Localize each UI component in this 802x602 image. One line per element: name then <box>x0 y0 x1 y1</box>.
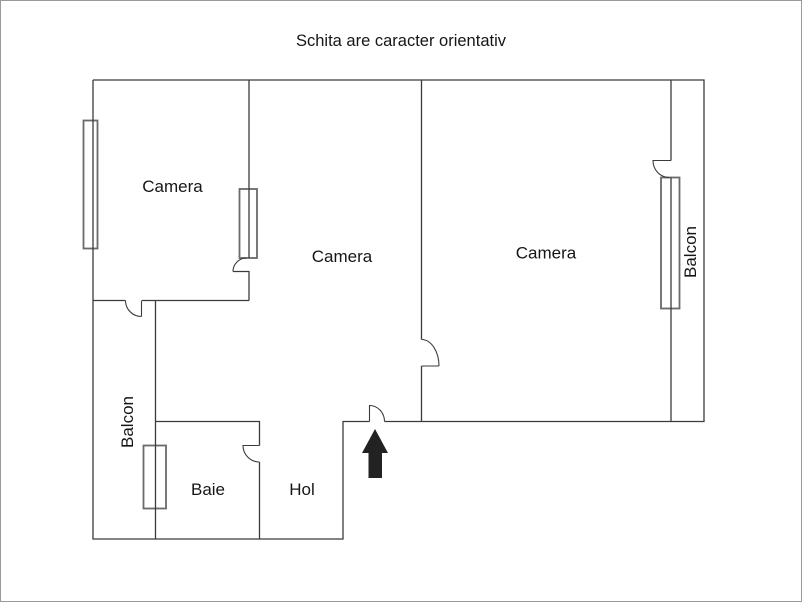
door-camera-right <box>421 338 440 367</box>
door-camera-top-left-to-balcon <box>124 300 143 318</box>
door-baie <box>242 444 260 463</box>
wall-camera-divider-left <box>233 80 250 301</box>
labels: Schita are caracter orientativ Camera Ca… <box>118 32 700 499</box>
door-swings <box>124 159 671 463</box>
room-label-camera-top-left: Camera <box>142 177 203 196</box>
window-camera-top-left <box>82 119 99 250</box>
wall-outer-top-right <box>93 79 705 423</box>
door-camera-divider-left <box>232 257 247 272</box>
wall-baie <box>155 420 261 539</box>
door-entrance <box>368 404 386 422</box>
room-label-camera-middle: Camera <box>312 247 373 266</box>
walls <box>92 79 705 540</box>
room-label-camera-right: Camera <box>516 244 577 263</box>
windows <box>82 119 681 510</box>
window-baie-balcon <box>142 444 167 510</box>
door-balcon-right <box>652 159 671 179</box>
window-camera-divider <box>238 188 258 259</box>
wall-outer-left-bottom <box>92 80 422 540</box>
plan-disclaimer-title: Schita are caracter orientativ <box>296 32 507 50</box>
room-label-balcon-right: Balcon <box>681 226 700 278</box>
room-label-baie: Baie <box>191 480 225 499</box>
window-balcon-right <box>660 176 681 310</box>
room-label-hol: Hol <box>289 480 315 499</box>
entrance-arrow-icon <box>362 429 388 478</box>
room-label-balcon-left: Balcon <box>118 396 137 448</box>
